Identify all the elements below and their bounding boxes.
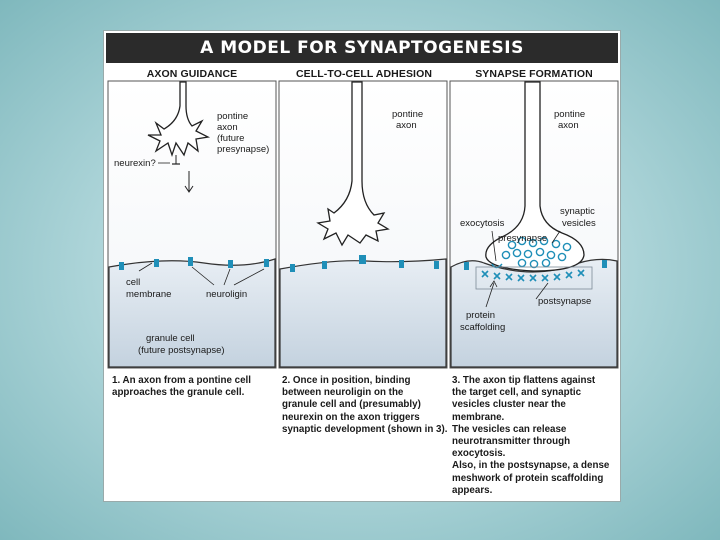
granule-cell-2	[279, 258, 447, 368]
neuroligin-pointer-a	[191, 266, 215, 286]
neuroligin-markers-2	[290, 255, 439, 272]
figure-title: A MODEL FOR SYNAPTOGENESIS	[106, 33, 618, 63]
synaptic-vesicles	[501, 236, 572, 269]
exocytosis-pointer	[491, 230, 497, 262]
panel-2-axon-label: pontine axon	[392, 109, 426, 131]
scaffolding-arrowhead	[489, 280, 498, 288]
neurexin-label: neurexin?	[114, 158, 156, 169]
protein-scaffolding	[481, 269, 585, 282]
scaffolding-pointer	[485, 282, 495, 308]
neuroligin-label: neuroligin	[206, 289, 247, 300]
postsynapse-pointer	[535, 282, 549, 300]
postsynapse-box	[475, 266, 593, 290]
vesicles-pointer	[551, 230, 561, 244]
panel-3-heading: SYNAPSE FORMATION	[475, 68, 593, 80]
diagram-art: pontine axon (future presynapse) neurexi…	[107, 80, 619, 369]
neuroligin-markers-1	[119, 257, 269, 270]
panel-1-heading: AXON GUIDANCE	[146, 68, 238, 80]
panel-1-caption: 1. An axon from a pontine cell approache…	[112, 375, 251, 399]
presynapse-label: presynapse	[498, 233, 547, 244]
vesicles-label: synaptic vesicles	[560, 206, 598, 229]
postsynapse-label: postsynapse	[538, 296, 591, 307]
membrane-pointer	[138, 262, 153, 272]
down-arrow-head	[184, 185, 194, 193]
scaffolding-label: protein scaffolding	[460, 310, 505, 333]
panel-2-caption: 2. Once in position, binding between neu…	[282, 375, 448, 435]
axon-1	[147, 81, 211, 158]
figure: A MODEL FOR SYNAPTOGENESIS AXON GUIDANCE…	[103, 30, 621, 502]
neuroligin-pointer-b	[223, 268, 231, 286]
panel-1-axon-label: pontine axon (future presynapse)	[217, 111, 269, 155]
axon-2	[316, 81, 390, 247]
membrane-label: cell membrane	[126, 277, 171, 300]
neuroligin-pointer-c	[233, 268, 265, 286]
granule-cell-label: granule cell (future postsynapse)	[138, 333, 225, 356]
granule-cell-1	[108, 258, 276, 368]
exocytosis-label: exocytosis	[460, 218, 505, 229]
neuroligin-markers-3	[464, 260, 607, 270]
panel-3-caption: 3. The axon tip flattens against the tar…	[452, 375, 610, 496]
panel-3-axon-label: pontine axon	[554, 109, 588, 131]
panel-2-heading: CELL-TO-CELL ADHESION	[295, 68, 433, 80]
exocytosis-vesicle	[491, 263, 503, 269]
